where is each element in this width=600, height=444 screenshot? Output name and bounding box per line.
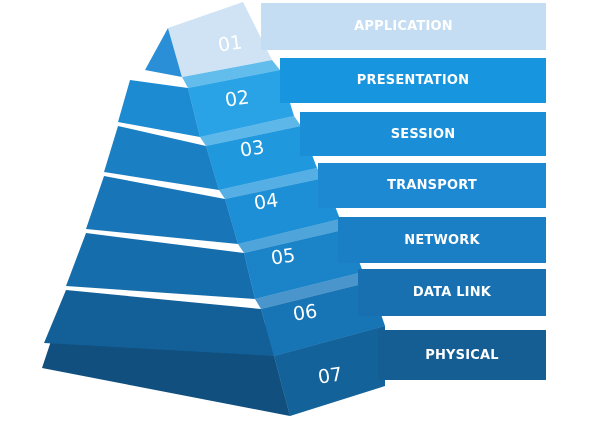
pyramid-tier-top-face bbox=[200, 116, 301, 146]
layer-bar-session: SESSION bbox=[300, 112, 546, 156]
layer-bar-presentation: PRESENTATION bbox=[280, 58, 546, 103]
layer-name: SESSION bbox=[390, 126, 456, 142]
pyramid-tier-left-face bbox=[44, 290, 274, 356]
pyramid-tier-02: 02 bbox=[118, 60, 294, 137]
pyramid-tier-right-face bbox=[225, 178, 340, 244]
layer-bar-network: NETWORK bbox=[338, 217, 546, 263]
layer-name: NETWORK bbox=[404, 232, 480, 248]
layer-name: APPLICATION bbox=[354, 19, 453, 34]
layer-number-05: 05 bbox=[270, 244, 297, 269]
pyramid-tier-right-face bbox=[261, 282, 385, 356]
pyramid-tier-left-face bbox=[145, 28, 182, 77]
layer-number-07: 07 bbox=[317, 363, 344, 388]
pyramid-tier-left-face bbox=[118, 80, 200, 137]
layer-bar-transport: TRANSPORT bbox=[318, 163, 546, 208]
layer-name: DATA LINK bbox=[412, 285, 492, 300]
pyramid-tier-top-face bbox=[219, 168, 324, 199]
pyramid-tier-top-face bbox=[238, 219, 347, 253]
pyramid-tier-left-face bbox=[66, 233, 255, 299]
layer-name: PHYSICAL bbox=[425, 347, 499, 363]
layer-number-02: 02 bbox=[224, 86, 251, 111]
pyramid-tier-06: 06 bbox=[44, 272, 385, 356]
pyramid-tier-top-face bbox=[255, 272, 370, 309]
pyramid-tier-right-face bbox=[168, 2, 272, 77]
layer-name: TRANSPORT bbox=[387, 178, 477, 193]
layer-bar-physical: PHYSICAL bbox=[378, 330, 546, 380]
layer-number-03: 03 bbox=[239, 136, 266, 161]
layer-number-01: 01 bbox=[217, 31, 244, 56]
layer-name: PRESENTATION bbox=[356, 73, 470, 88]
pyramid-tier-right-face bbox=[188, 70, 294, 137]
pyramid-tier-right-face bbox=[206, 126, 317, 190]
pyramid-tier-04: 04 bbox=[86, 168, 340, 244]
pyramid-tier-top-face bbox=[182, 60, 280, 88]
layer-bar-application: APPLICATION bbox=[261, 3, 546, 50]
layer-number-06: 06 bbox=[292, 300, 319, 325]
layer-bar-data-link: DATA LINK bbox=[358, 269, 546, 316]
pyramid-tier-right-face bbox=[244, 229, 363, 299]
pyramid-tier-03: 03 bbox=[104, 116, 317, 190]
pyramid-tier-05: 05 bbox=[66, 219, 363, 299]
pyramid-tier-left-face bbox=[104, 126, 219, 190]
pyramid-tier-left-face bbox=[86, 176, 238, 244]
layer-number-04: 04 bbox=[253, 189, 280, 214]
pyramid-tier-01: 01 bbox=[145, 2, 272, 77]
